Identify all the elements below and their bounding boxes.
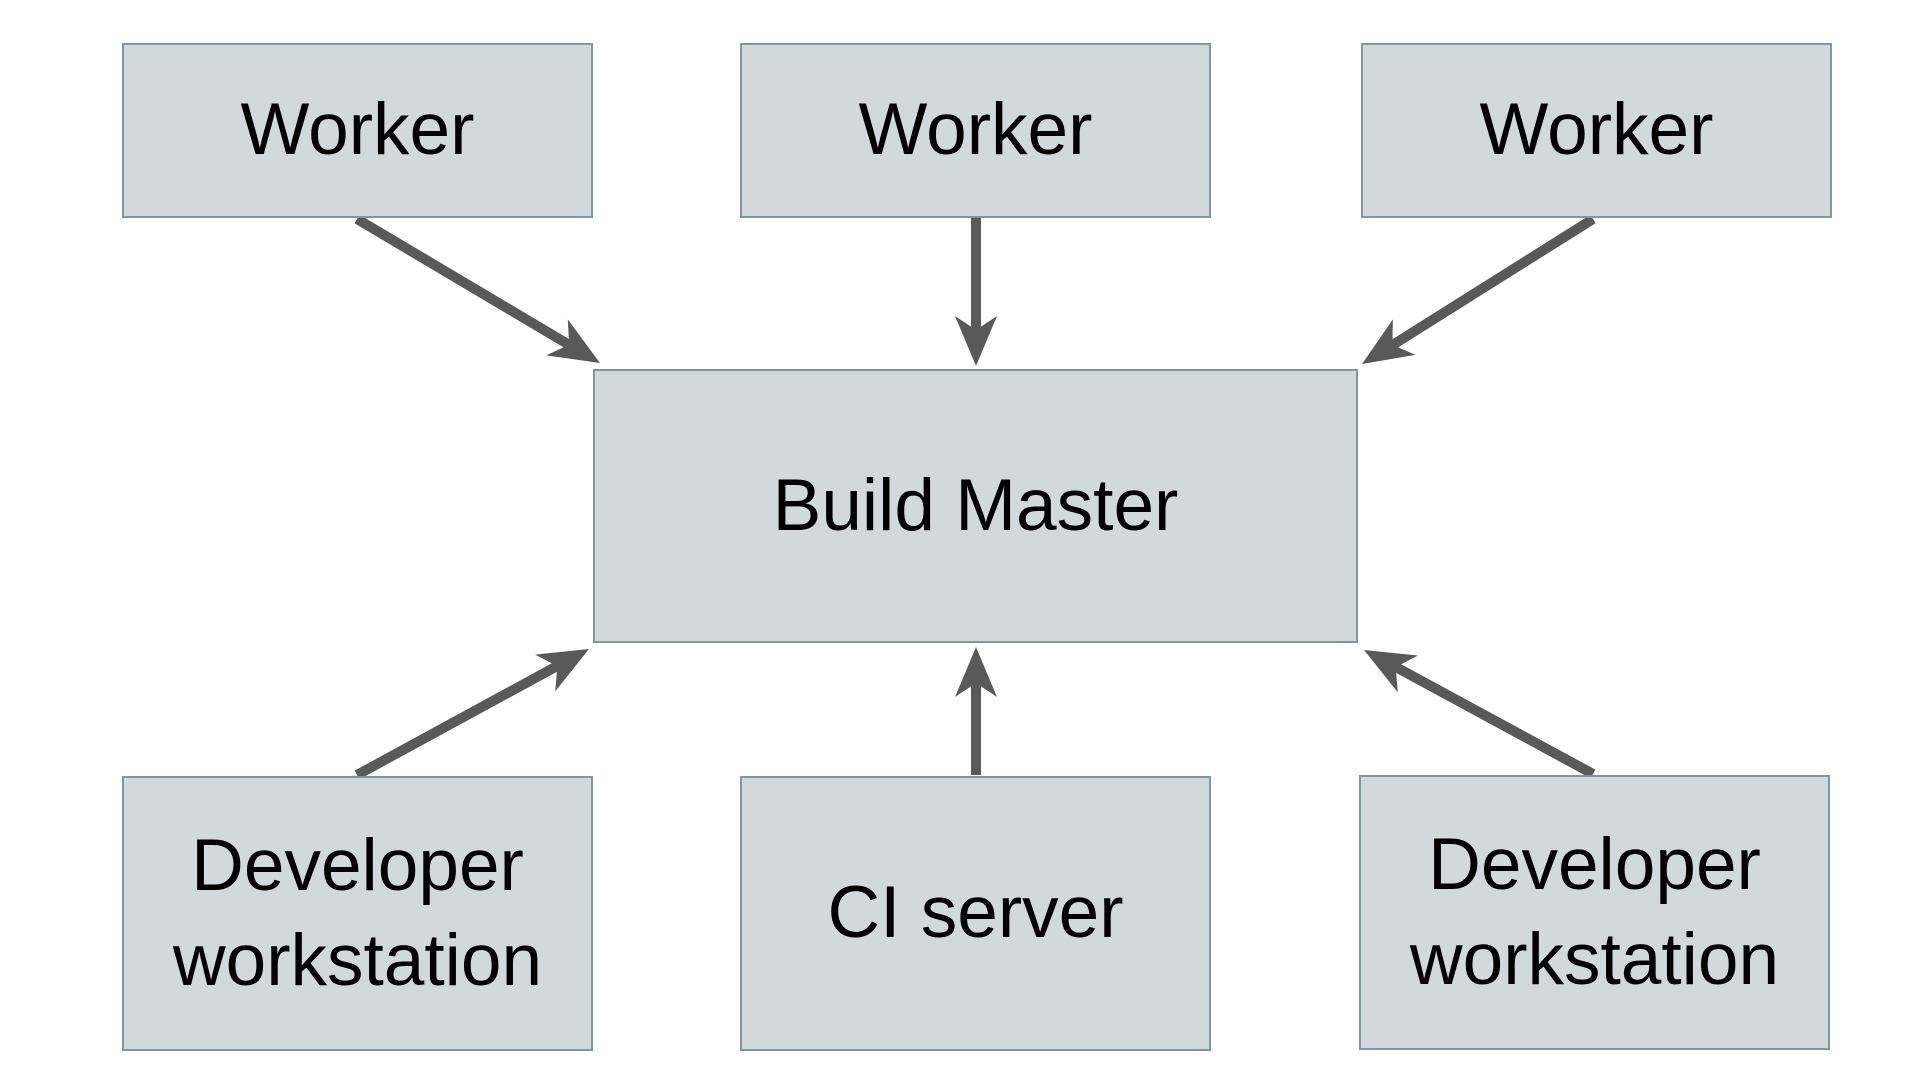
node-worker-3-label: Worker — [1479, 89, 1714, 171]
arrow-ci-server-to-build-master — [955, 647, 997, 775]
node-developer-workstation-2: Developer workstation — [1359, 775, 1830, 1050]
node-developer-workstation-1: Developer workstation — [122, 776, 593, 1051]
arrow-developer-workstation-2-to-build-master — [1364, 650, 1596, 779]
arrow-worker-2-to-build-master — [955, 218, 997, 366]
arrow-developer-workstation-1-to-build-master — [354, 649, 589, 780]
node-worker-1-label: Worker — [240, 89, 475, 171]
node-developer-workstation-2-label: Developer workstation — [1409, 823, 1780, 1000]
node-build-master: Build Master — [593, 369, 1358, 643]
node-worker-1: Worker — [122, 43, 593, 218]
node-worker-2-label: Worker — [858, 89, 1093, 171]
node-worker-2: Worker — [740, 43, 1211, 218]
node-worker-3: Worker — [1361, 43, 1832, 218]
node-ci-server-label: CI server — [827, 872, 1124, 954]
node-build-master-label: Build Master — [772, 464, 1179, 546]
node-ci-server: CI server — [740, 776, 1211, 1051]
arrow-worker-1-to-build-master — [354, 214, 600, 363]
node-developer-workstation-1-label: Developer workstation — [172, 824, 543, 1001]
arrow-worker-3-to-build-master — [1362, 214, 1596, 364]
